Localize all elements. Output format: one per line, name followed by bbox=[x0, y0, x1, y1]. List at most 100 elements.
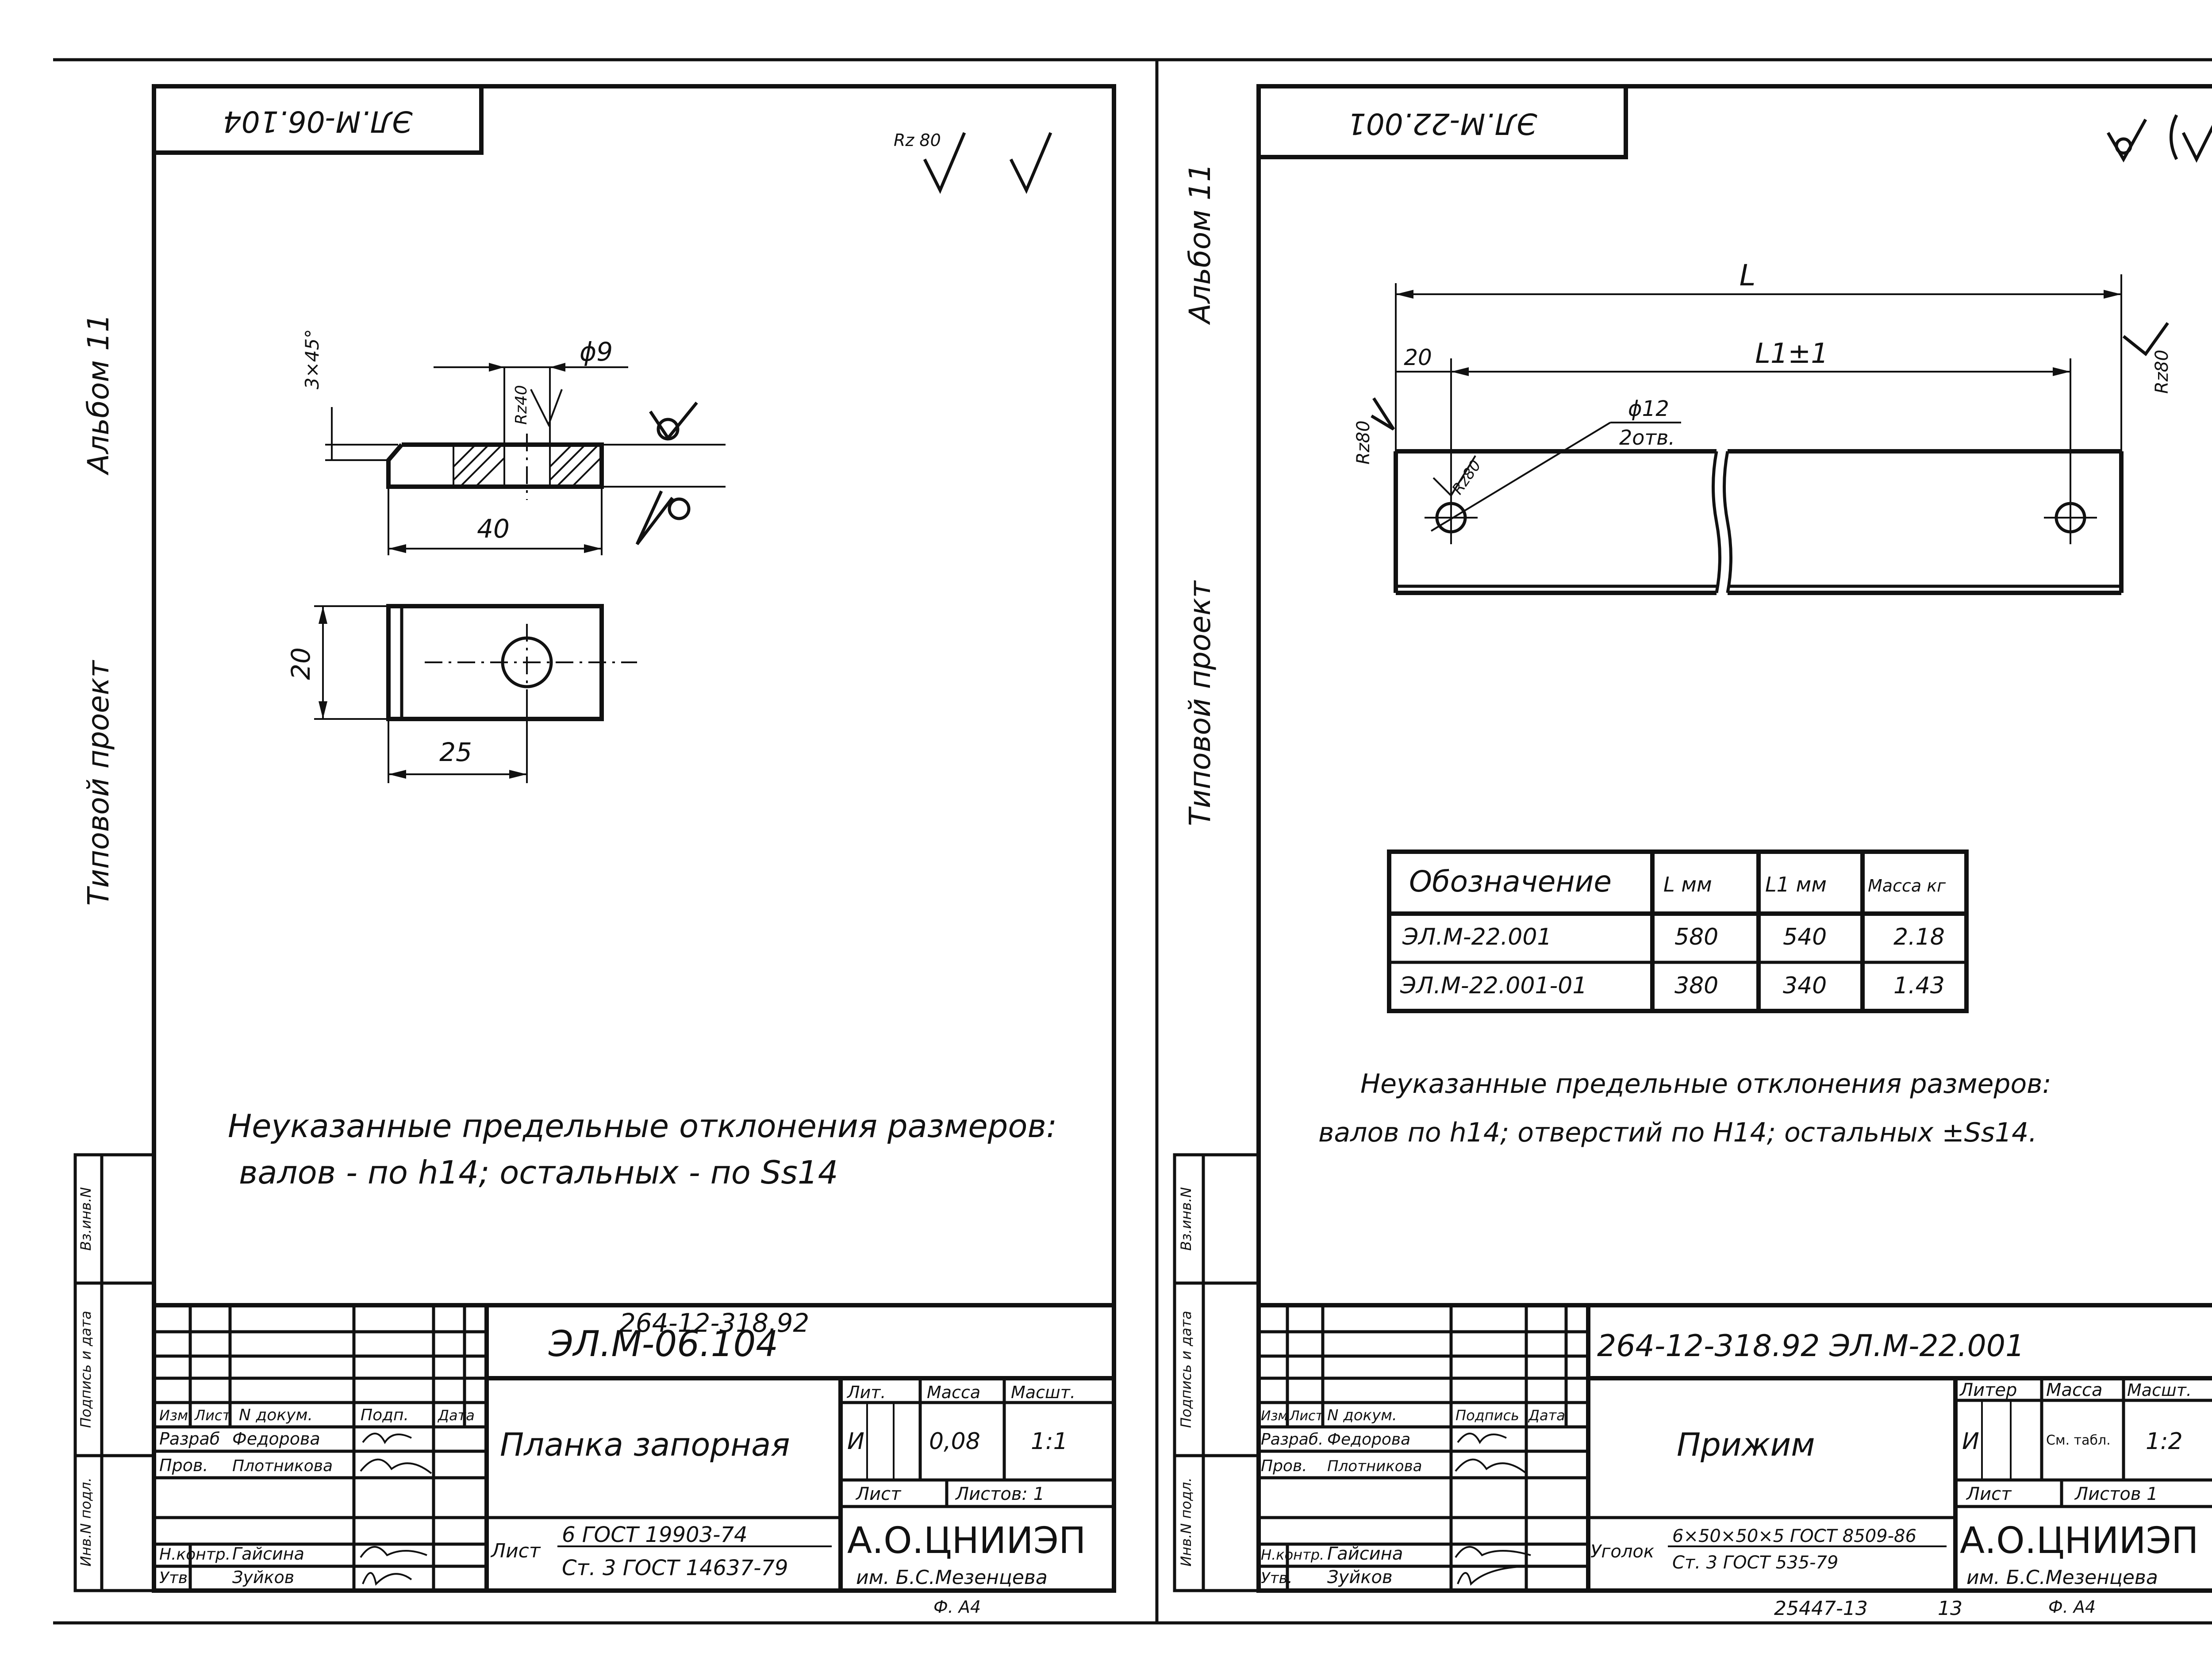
left-code-box-text: ЭЛ.М-06.104 bbox=[223, 104, 413, 138]
dim-chamfer: 3×45° bbox=[301, 329, 323, 389]
svg-text:А.О.ЦНИИЭП: А.О.ЦНИИЭП bbox=[847, 1520, 1086, 1562]
svg-text:N докум.: N докум. bbox=[1327, 1407, 1397, 1424]
signature-nkontr-right bbox=[1455, 1546, 1531, 1558]
svg-text:Утв.: Утв. bbox=[159, 1569, 193, 1587]
svg-text:Дата: Дата bbox=[1528, 1407, 1565, 1424]
signature-razrab-right bbox=[1457, 1433, 1507, 1444]
svg-text:Пров.: Пров. bbox=[1261, 1457, 1307, 1475]
angle-bar-view: L L1±1 20 bbox=[1353, 258, 2172, 595]
dim-hole-phi9: ϕ9 bbox=[580, 337, 613, 367]
right-sheet: ЭЛ.М-22.001 Альбом 11 Типовой проект L bbox=[1173, 84, 2212, 1620]
svg-text:И: И bbox=[847, 1428, 864, 1455]
svg-text:Ф. А4: Ф. А4 bbox=[2048, 1597, 2096, 1617]
svg-text:264-12-318.92 ЭЛ.М-22.001: 264-12-318.92 ЭЛ.М-22.001 bbox=[1597, 1329, 2024, 1364]
table-row2-L1: 340 bbox=[1783, 972, 1827, 999]
table-header-L1: L1 мм bbox=[1765, 873, 1827, 896]
svg-text:Зуйков: Зуйков bbox=[232, 1568, 294, 1587]
left-plan-view: 20 25 bbox=[286, 604, 637, 783]
svg-text:N докум.: N докум. bbox=[239, 1406, 313, 1424]
left-code-box bbox=[152, 84, 484, 155]
svg-text:Масшт.: Масшт. bbox=[2127, 1380, 2192, 1400]
dim-rz80-right: Rz80 bbox=[2152, 350, 2172, 394]
right-code-box bbox=[1256, 84, 1628, 159]
right-side-project: Типовой проект bbox=[1183, 580, 1217, 826]
svg-text:25447-13: 25447-13 bbox=[1774, 1597, 1868, 1620]
table-row1-L1: 540 bbox=[1783, 924, 1827, 950]
svg-text:Прижим: Прижим bbox=[1677, 1426, 1815, 1463]
svg-text:Ст. 3 ГОСТ 14637-79: Ст. 3 ГОСТ 14637-79 bbox=[562, 1556, 788, 1580]
svg-text:Зуйков: Зуйков bbox=[1327, 1567, 1393, 1587]
svg-text:Подпись: Подпись bbox=[1455, 1407, 1519, 1424]
svg-text:0,08: 0,08 bbox=[929, 1428, 980, 1455]
right-title-block: 264-12-318.92 ЭЛ.М-22.001 Изм Лист N док… bbox=[1256, 1303, 2212, 1620]
svg-text:Подпись и дата: Подпись и дата bbox=[77, 1311, 94, 1428]
svg-text:Подпись и дата: Подпись и дата bbox=[1178, 1311, 1194, 1428]
dim-L1: L1±1 bbox=[1755, 337, 1828, 369]
svg-text:Масса: Масса bbox=[2046, 1380, 2103, 1400]
surface-symbol-bottom bbox=[635, 490, 691, 546]
svg-text:Лист: Лист bbox=[855, 1484, 902, 1504]
left-side-stamps: Инв.N подл. Подпись и дата Вз.инв.N bbox=[73, 1153, 156, 1592]
svg-text:Пров.: Пров. bbox=[159, 1456, 208, 1475]
svg-text:Инв.N подл.: Инв.N подл. bbox=[1178, 1477, 1194, 1566]
table-row2-mass: 1.43 bbox=[1893, 972, 1945, 999]
signature-nkontr bbox=[360, 1546, 427, 1558]
svg-text:Масшт.: Масшт. bbox=[1011, 1383, 1075, 1402]
svg-text:Листов 1: Листов 1 bbox=[2074, 1484, 2158, 1504]
svg-text:им. Б.С.Мезенцева: им. Б.С.Мезенцева bbox=[1966, 1566, 2158, 1589]
svg-text:Н.контр.: Н.контр. bbox=[1261, 1546, 1324, 1563]
left-side-project: Типовой проект bbox=[81, 659, 115, 906]
svg-text:Разраб: Разраб bbox=[159, 1429, 220, 1449]
dim-rz40: Rz40 bbox=[512, 385, 530, 425]
svg-text:Лист: Лист bbox=[1966, 1484, 2012, 1504]
svg-text:Дата: Дата bbox=[437, 1407, 475, 1424]
svg-text:им. Б.С.Мезенцева: им. Б.С.Мезенцева bbox=[856, 1566, 1048, 1589]
svg-text:Изм: Изм bbox=[159, 1407, 188, 1424]
dim-hole-pos-25: 25 bbox=[439, 737, 472, 767]
dim-length-40: 40 bbox=[477, 514, 510, 544]
svg-text:Лист: Лист bbox=[490, 1540, 541, 1562]
svg-text:См. табл.: См. табл. bbox=[2046, 1433, 2111, 1448]
dim-hole-phi12: ϕ12 bbox=[1628, 396, 1669, 421]
signature-prov-right bbox=[1455, 1458, 1527, 1474]
left-title-block: 264-12-318,92 ЭЛ.М-06.104 Изм Лист N док… bbox=[152, 1303, 1116, 1617]
roughness-symbol-1 bbox=[923, 132, 966, 194]
svg-text:Лист: Лист bbox=[194, 1407, 231, 1424]
right-side-stamps: Инв.N подл. Подпись и дата Вз.инв.N bbox=[1173, 1153, 1260, 1592]
svg-text:6 ГОСТ 19903-74: 6 ГОСТ 19903-74 bbox=[562, 1522, 748, 1547]
signature-utv bbox=[362, 1572, 412, 1586]
left-frame bbox=[152, 84, 1116, 1593]
right-code-box-text: ЭЛ.М-22.001 bbox=[1348, 107, 1537, 141]
table-header-L: L мм bbox=[1663, 873, 1712, 896]
svg-text:Гайсина: Гайсина bbox=[232, 1544, 304, 1564]
svg-text:264-12-318,92: 264-12-318,92 bbox=[619, 1308, 809, 1338]
right-notes-line1: Неуказанные предельные отклонения размер… bbox=[1360, 1069, 2051, 1099]
dim-L: L bbox=[1740, 258, 1756, 292]
left-notes-line2: валов - по h14; остальных - по Ss14 bbox=[239, 1154, 838, 1191]
svg-text:Федорова: Федорова bbox=[232, 1429, 320, 1449]
svg-text:Плотникова: Плотникова bbox=[1327, 1457, 1422, 1475]
svg-text:Литер: Литер bbox=[1959, 1380, 2017, 1400]
svg-text:Разраб.: Разраб. bbox=[1261, 1430, 1323, 1449]
table-row1-mass: 2.18 bbox=[1893, 924, 1945, 950]
svg-text:Вз.инв.N: Вз.инв.N bbox=[1178, 1187, 1194, 1251]
signature-utv-right bbox=[1457, 1565, 1533, 1586]
signature-razrab bbox=[362, 1433, 412, 1444]
svg-text:Планка запорная: Планка запорная bbox=[500, 1426, 790, 1463]
svg-text:Масса: Масса bbox=[927, 1383, 980, 1402]
svg-text:Инв.N подл.: Инв.N подл. bbox=[77, 1477, 94, 1566]
left-roughness-label: Rz 80 bbox=[894, 131, 941, 150]
svg-text:Лит.: Лит. bbox=[846, 1383, 886, 1402]
dim-rz80-left: Rz80 bbox=[1353, 420, 1374, 465]
left-side-album: Альбом 11 bbox=[81, 314, 115, 476]
right-roughness-general bbox=[2106, 114, 2212, 163]
svg-text:1:1: 1:1 bbox=[1031, 1428, 1068, 1455]
table-header-mass: Масса кг bbox=[1868, 876, 1946, 896]
svg-text:Ст. 3 ГОСТ 535-79: Ст. 3 ГОСТ 535-79 bbox=[1672, 1553, 1838, 1573]
dim-rz80-hole: Rz80 bbox=[1449, 457, 1485, 498]
right-frame bbox=[1256, 84, 2212, 1593]
svg-text:1:2: 1:2 bbox=[2146, 1428, 2183, 1455]
dimension-table: Обозначение L мм L1 мм Масса кг ЭЛ.М-22.… bbox=[1387, 849, 1969, 1013]
dim-holes-count: 2отв. bbox=[1619, 426, 1675, 450]
